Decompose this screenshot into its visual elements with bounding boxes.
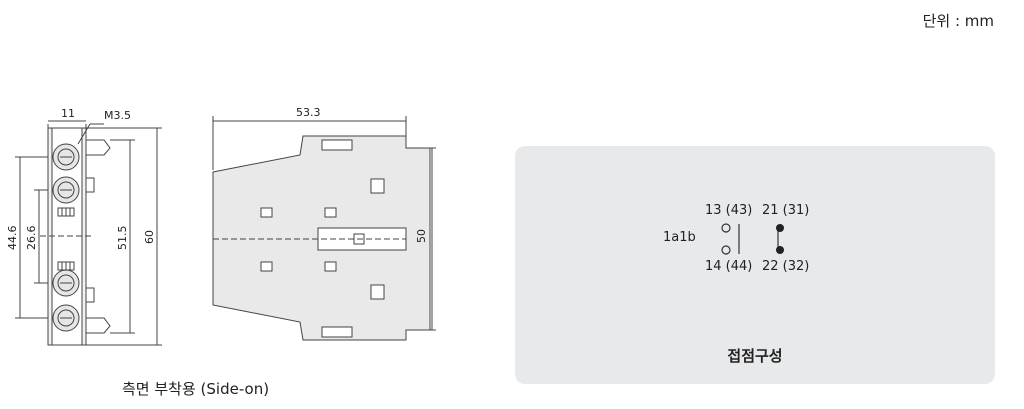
front-view [212, 116, 436, 341]
dim-53-3: 53.3 [296, 106, 321, 119]
contact-symbol [721, 223, 784, 255]
dim-11: 11 [61, 107, 75, 120]
unit-label: 단위 : mm [922, 12, 994, 30]
dim-44-6: 44.6 [6, 226, 19, 251]
side-view [15, 120, 162, 346]
terminal-21-label: 21 (31) [762, 203, 810, 218]
dim-26-6: 26.6 [25, 226, 38, 251]
terminal-22-label: 22 (32) [762, 259, 810, 274]
contact-type-label: 1a1b [663, 230, 696, 245]
dim-60: 60 [143, 230, 156, 244]
contact-config-panel: 13 (43) 21 (31) 1a1b 14 (44) 22 (32) 접점구… [515, 146, 995, 384]
dim-m35: M3.5 [104, 109, 131, 122]
panel-title: 접점구성 [727, 347, 783, 365]
dim-51-5: 51.5 [116, 226, 129, 251]
terminal-14-label: 14 (44) [705, 259, 753, 274]
terminal-13-label: 13 (43) [705, 203, 753, 218]
side-view-caption: 측면 부착용 (Side-on) [122, 380, 270, 398]
dim-50: 50 [415, 229, 428, 243]
